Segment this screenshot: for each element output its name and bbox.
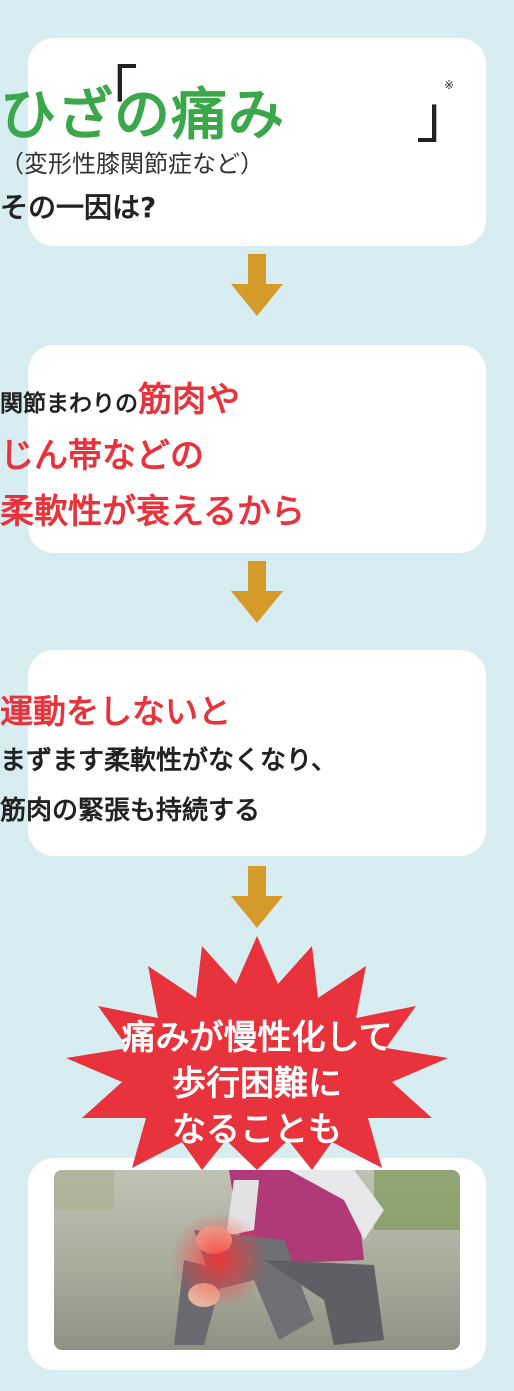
note-mark: ※ bbox=[444, 78, 455, 92]
warning-burst-shape bbox=[66, 936, 448, 1170]
cause-line-1-red: 筋肉や bbox=[138, 380, 240, 420]
page-title: ひざの痛み bbox=[0, 83, 285, 148]
cause-line-2: じん帯などの bbox=[0, 436, 204, 476]
down-arrow-icon bbox=[231, 866, 283, 928]
cause-card bbox=[28, 345, 486, 553]
open-bracket: 「 bbox=[80, 59, 139, 127]
person-holding-knee-image bbox=[54, 1170, 460, 1345]
consequence-card bbox=[28, 650, 486, 856]
consequence-line-1: 運動をしないと bbox=[0, 692, 231, 731]
down-arrow-icon bbox=[231, 254, 283, 316]
consequence-line-2: まずます柔軟性がなくなり、 bbox=[0, 746, 337, 776]
intro-card bbox=[28, 38, 486, 246]
question-text: その一因は? bbox=[0, 191, 157, 224]
consequence-line-3: 筋肉の緊張も持続する bbox=[0, 796, 261, 826]
burst-line-1: 痛みが慢性化して bbox=[121, 1018, 393, 1058]
cause-line-1-dark: 関節まわりの bbox=[0, 391, 138, 417]
cause-line-3: 柔軟性が衰えるから bbox=[0, 492, 305, 532]
down-arrow-icon bbox=[231, 561, 283, 623]
burst-line-3: なることも bbox=[172, 1110, 342, 1150]
cause-line-1: 関節まわりの筋肉や bbox=[0, 372, 514, 421]
knee-pain-photo bbox=[54, 1170, 460, 1350]
close-bracket: 」 bbox=[416, 83, 475, 151]
subtitle: （変形性膝関節症など） bbox=[0, 150, 264, 178]
burst-line-2: 歩行困難に bbox=[172, 1064, 342, 1104]
